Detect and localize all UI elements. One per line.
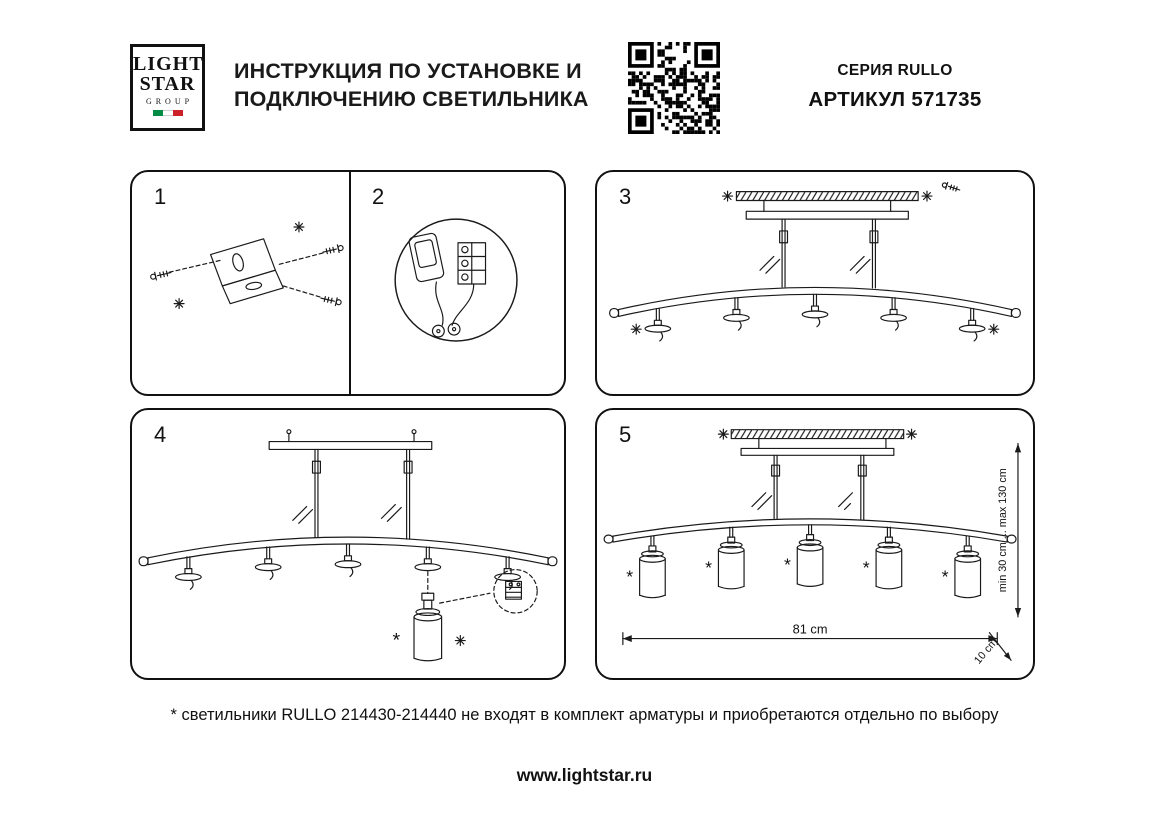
- dimension-height-label: min 30 cm ... max 130 cm: [997, 468, 1009, 592]
- hanger-ring: [174, 556, 202, 590]
- logo-group: GROUP: [145, 97, 194, 106]
- hanger-ring: [880, 297, 907, 331]
- italy-flag-icon: [152, 110, 183, 116]
- step3-mounting-diagram: [609, 181, 1021, 342]
- footnote: * светильники RULLO 214430-214440 не вхо…: [170, 706, 999, 724]
- panel-step-5: 5: [595, 408, 1035, 680]
- panel-divider: [349, 172, 351, 394]
- dimension-depth-label: 10 cm: [972, 636, 1000, 666]
- hanger-ring: [334, 543, 362, 578]
- logo-star: STAR: [139, 73, 196, 95]
- screw-cross-icon: [921, 190, 933, 202]
- hanger-ring: [801, 293, 829, 328]
- step2-wiring-diagram: [394, 218, 518, 342]
- lightstar-logo: LIGHT STAR GROUP: [130, 44, 205, 131]
- panel-steps-1-2: 1 2: [130, 170, 566, 396]
- step-number-5: 5: [619, 422, 632, 447]
- asterisk-mark: *: [392, 629, 400, 651]
- screw-cross-icon: [630, 323, 642, 335]
- lamp-unit: *: [942, 535, 982, 599]
- lamp-unit: *: [705, 526, 745, 590]
- title-line-1: ИНСТРУКЦИЯ ПО УСТАНОВКЕ И: [234, 59, 582, 83]
- panel-step-3: 3: [595, 170, 1035, 396]
- hanger-ring: [254, 546, 282, 581]
- step5-final-assembly-diagram: * * *: [603, 428, 1022, 667]
- article-label: АРТИКУЛ 571735: [808, 88, 982, 111]
- lamp-unit: *: [863, 526, 903, 590]
- series-block: СЕРИЯ RULLO АРТИКУЛ 571735: [780, 62, 1010, 112]
- screw-cross-icon: [454, 635, 466, 647]
- step-number-3: 3: [619, 184, 632, 209]
- screw-icon: [150, 270, 172, 281]
- asterisk-mark: *: [626, 566, 633, 586]
- step-number-1: 1: [154, 184, 167, 209]
- asterisk-mark: *: [784, 555, 791, 575]
- screw-cross-icon: [717, 428, 729, 440]
- dimension-depth: 10 cm: [972, 632, 1012, 667]
- asterisk-mark: *: [942, 566, 949, 586]
- series-label: СЕРИЯ RULLO: [837, 62, 953, 79]
- lamp-unit: *: [626, 535, 666, 599]
- step1-bracket-diagram: [150, 221, 344, 310]
- logo-light: LIGHT: [133, 53, 204, 75]
- dimension-width-label: 81 cm: [793, 622, 828, 637]
- dimension-width: 81 cm: [622, 622, 998, 646]
- lamp-unit: *: [784, 524, 824, 587]
- page-title: ИНСТРУКЦИЯ ПО УСТАНОВКЕ И ПОДКЛЮЧЕНИЮ СВ…: [234, 57, 589, 113]
- step-number-4: 4: [154, 422, 167, 447]
- title-line-2: ПОДКЛЮЧЕНИЮ СВЕТИЛЬНИКА: [234, 87, 589, 111]
- screw-cross-icon: [173, 298, 185, 310]
- screw-icon: [320, 296, 342, 307]
- screw-cross-icon: [293, 221, 305, 233]
- screw-cross-icon: [906, 428, 918, 440]
- step-number-2: 2: [372, 184, 385, 209]
- screw-cross-icon: [988, 323, 1000, 335]
- screw-icon: [322, 244, 344, 255]
- screw-icon: [941, 181, 961, 192]
- hanger-ring: [723, 297, 750, 331]
- dimension-height: min 30 cm ... max 130 cm: [997, 442, 1022, 618]
- hanger-ring: [414, 546, 442, 572]
- website: www.lightstar.ru: [516, 765, 653, 785]
- hanger-ring: [644, 307, 672, 342]
- screw-cross-icon: [722, 190, 734, 202]
- asterisk-mark: *: [705, 558, 712, 578]
- step4-lamp-attach-diagram: *: [138, 429, 558, 662]
- qr-code-icon: [628, 42, 720, 134]
- hanger-ring: [958, 307, 986, 342]
- asterisk-mark: *: [863, 558, 870, 578]
- panel-step-4: 4: [130, 408, 566, 680]
- hanger-ring: [494, 556, 522, 590]
